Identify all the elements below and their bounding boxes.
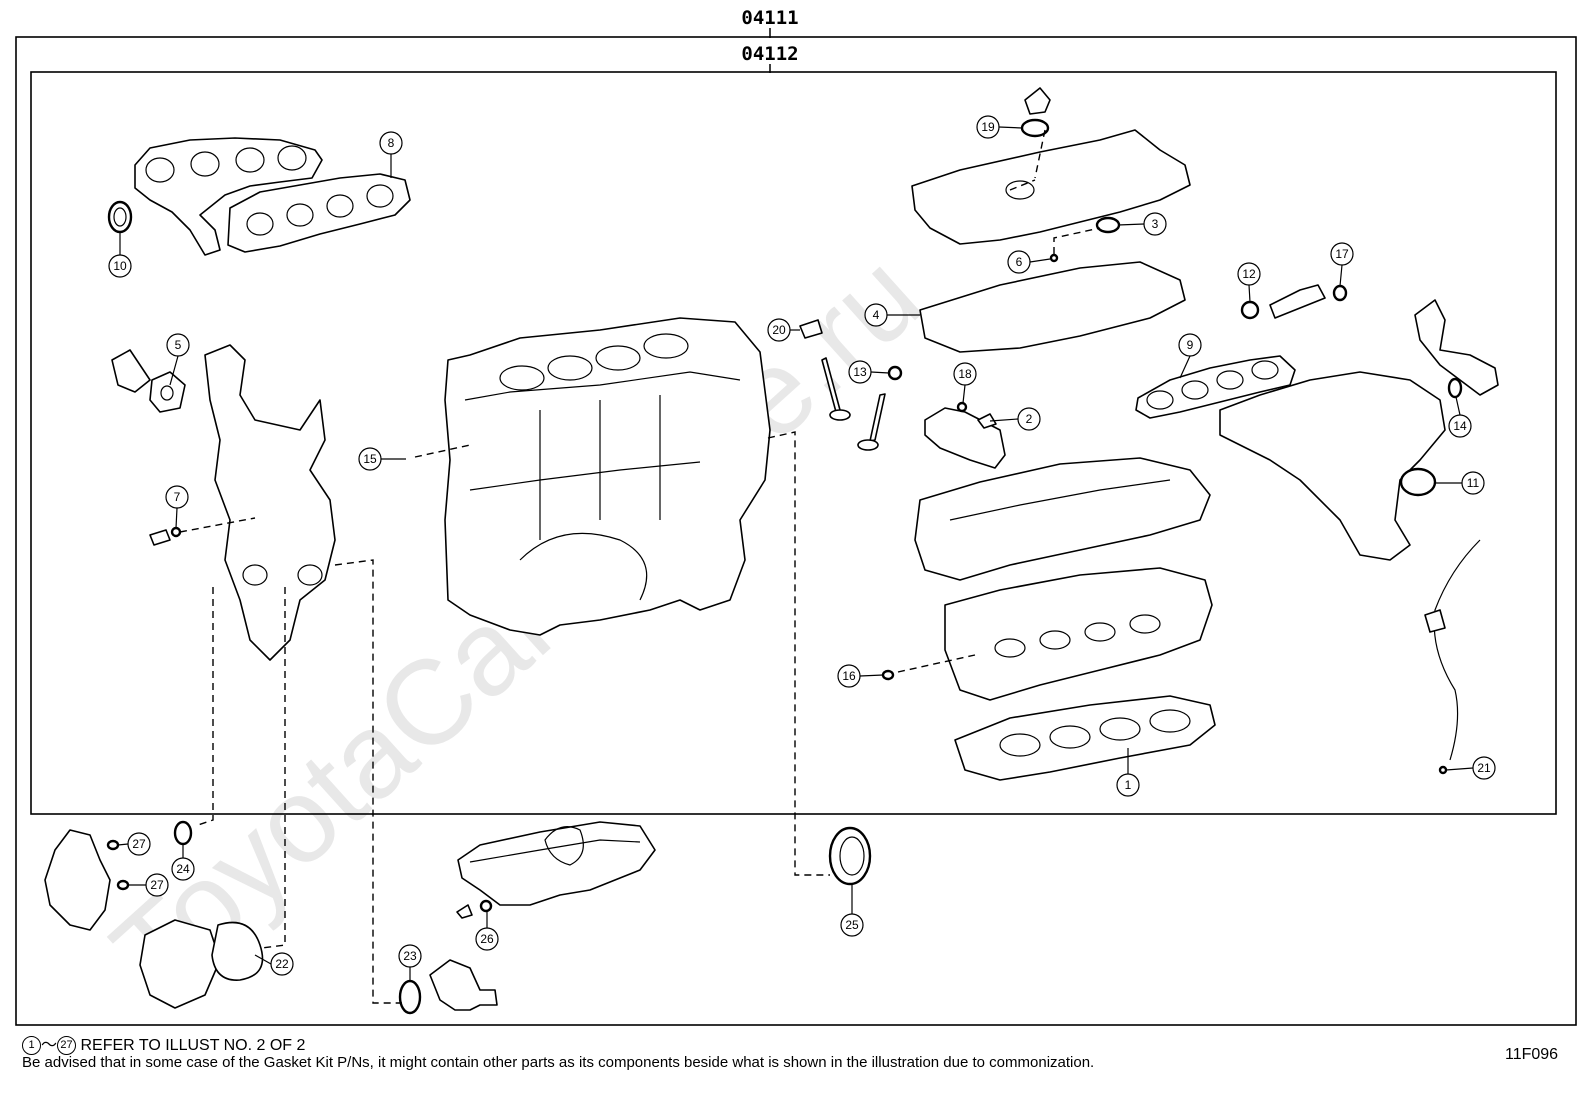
callout-14: 14	[1448, 414, 1472, 438]
exhaust-manifold-assembly	[107, 137, 411, 256]
svg-text:9: 9	[1187, 338, 1194, 352]
range-end-marker: 27	[57, 1036, 77, 1056]
callout-12: 12	[1237, 262, 1261, 286]
timing-chain-cover	[111, 344, 336, 661]
callout-15: 15	[358, 447, 382, 471]
svg-text:12: 12	[1242, 267, 1256, 281]
callout-22: 22	[270, 952, 294, 976]
svg-text:10: 10	[113, 259, 127, 273]
callout-10: 10	[108, 254, 132, 278]
svg-text:24: 24	[176, 862, 190, 876]
svg-text:7: 7	[174, 490, 181, 504]
svg-text:21: 21	[1477, 761, 1491, 775]
cylinder-head	[881, 567, 1213, 701]
oil-dipstick-guide	[1424, 539, 1481, 775]
oil-control-valve	[1240, 284, 1348, 320]
cam-bearing-caps	[924, 401, 1006, 469]
thermostat-housing	[398, 959, 498, 1015]
callout-5: 5	[166, 333, 190, 357]
svg-text:1: 1	[1125, 778, 1132, 792]
range-tilde: ～	[41, 1037, 58, 1054]
callout-19: 19	[976, 115, 1000, 139]
callout-3: 3	[1143, 212, 1167, 236]
svg-text:22: 22	[275, 957, 289, 971]
svg-text:19: 19	[981, 120, 995, 134]
svg-text:27: 27	[132, 837, 146, 851]
range-start-marker: 1	[22, 1036, 41, 1056]
callout-25: 25	[840, 913, 864, 937]
cylinder-head-cover	[911, 87, 1191, 263]
svg-text:15: 15	[363, 452, 377, 466]
callout-27: 27	[145, 873, 169, 897]
callout-leaders	[117, 126, 1474, 982]
callout-9: 9	[1178, 333, 1202, 357]
callout-17: 17	[1330, 242, 1354, 266]
cylinder-head-gasket	[954, 695, 1216, 781]
callout-13: 13	[848, 360, 872, 384]
leader-lines	[179, 129, 1101, 1004]
callout-7: 7	[165, 485, 189, 509]
refer-note: 1～27 REFER TO ILLUST NO. 2 OF 2	[22, 1031, 306, 1056]
callout-16: 16	[837, 664, 861, 688]
head-cover-gasket	[919, 261, 1186, 353]
svg-text:3: 3	[1152, 217, 1159, 231]
refer-text: REFER TO ILLUST NO. 2 OF 2	[80, 1037, 306, 1054]
intake-manifold	[1219, 299, 1499, 561]
intake-manifold-gasket	[1135, 355, 1296, 419]
gasket-kit-notice: Be advised that in some case of the Gask…	[22, 1054, 1095, 1071]
callout-6: 6	[1007, 250, 1031, 274]
svg-text:5: 5	[175, 338, 182, 352]
callout-20: 20	[767, 318, 791, 342]
outer-kit-frame	[15, 36, 1577, 1026]
callout-2: 2	[1017, 407, 1041, 431]
svg-text:13: 13	[853, 365, 867, 379]
kit-code-inner: 04112	[741, 43, 798, 65]
callout-8: 8	[379, 131, 403, 155]
camshaft-housing	[914, 457, 1211, 581]
svg-text:26: 26	[480, 932, 494, 946]
callout-4: 4	[864, 303, 888, 327]
svg-text:18: 18	[958, 367, 972, 381]
valves-and-seals	[799, 319, 903, 451]
svg-text:14: 14	[1453, 419, 1467, 433]
svg-text:23: 23	[403, 949, 417, 963]
water-pump-assembly	[44, 820, 264, 1009]
svg-text:8: 8	[388, 136, 395, 150]
callout-1: 1	[1116, 773, 1140, 797]
callout-21: 21	[1472, 756, 1496, 780]
cylinder-block	[444, 317, 771, 636]
svg-text:20: 20	[772, 323, 786, 337]
svg-text:25: 25	[845, 918, 859, 932]
svg-text:11: 11	[1467, 476, 1480, 490]
svg-text:17: 17	[1335, 247, 1349, 261]
oil-pan	[456, 821, 656, 919]
svg-text:2: 2	[1026, 412, 1033, 426]
svg-text:4: 4	[873, 308, 880, 322]
kit-code-outer: 04111	[741, 7, 798, 29]
callout-23: 23	[398, 944, 422, 968]
callout-26: 26	[475, 927, 499, 951]
svg-text:16: 16	[842, 669, 856, 683]
svg-text:6: 6	[1016, 255, 1023, 269]
callout-18: 18	[953, 362, 977, 386]
inner-kit-frame	[30, 71, 1557, 815]
callout-27: 27	[127, 832, 151, 856]
svg-text:27: 27	[150, 878, 164, 892]
callout-11: 11	[1461, 471, 1485, 495]
rear-oil-seal	[828, 826, 872, 886]
figure-code: 11F096	[1505, 1046, 1559, 1063]
callout-24: 24	[171, 857, 195, 881]
